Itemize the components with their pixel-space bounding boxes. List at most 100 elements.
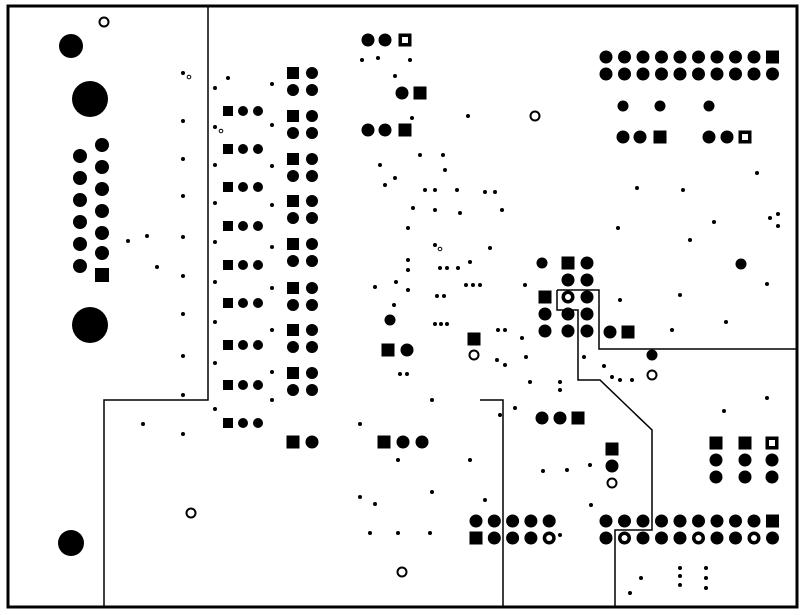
round-pad: [599, 67, 613, 81]
via: [368, 531, 372, 535]
square-pad: [766, 514, 779, 528]
round-pad: [747, 50, 761, 64]
via: [213, 280, 217, 284]
round-pad: [378, 123, 392, 137]
square-pad: [467, 332, 481, 346]
via: [406, 288, 410, 292]
round-pad: [306, 384, 318, 396]
via: [503, 363, 507, 367]
via: [630, 378, 634, 382]
round-pad: [599, 514, 613, 528]
round-pad: [238, 144, 248, 154]
pad-hole: [546, 535, 553, 541]
square-pad: [223, 418, 233, 428]
round-pad: [599, 531, 613, 545]
via: [468, 458, 472, 462]
via: [405, 372, 409, 376]
square-pad: [766, 50, 779, 64]
via: [483, 498, 487, 502]
square-pad: [287, 67, 299, 79]
via: [181, 235, 185, 239]
via: [270, 398, 274, 402]
round-pad: [253, 340, 263, 350]
round-pad: [536, 257, 548, 269]
round-pad: [617, 100, 629, 112]
via: [181, 119, 185, 123]
square-pad: [561, 256, 575, 270]
round-pad: [378, 33, 392, 47]
round-pad: [580, 273, 594, 287]
via: [520, 336, 524, 340]
round-pad: [729, 50, 742, 64]
round-pad: [72, 81, 108, 117]
round-pad: [487, 531, 501, 545]
round-pad: [287, 341, 299, 353]
via: [213, 86, 217, 90]
round-pad: [238, 380, 248, 390]
round-pad: [238, 418, 248, 428]
round-pad: [766, 531, 779, 545]
via: [358, 495, 362, 499]
square-pad: [653, 130, 667, 144]
via: [678, 574, 682, 578]
via: [270, 286, 274, 290]
via: [768, 216, 772, 220]
square-pad: [286, 435, 300, 449]
round-pad: [306, 367, 318, 379]
round-pad: [238, 298, 248, 308]
round-pad: [766, 67, 779, 81]
via-ring: [437, 246, 443, 252]
round-pad: [561, 307, 575, 321]
via: [270, 370, 274, 374]
pad-hole: [621, 535, 628, 541]
via: [441, 153, 445, 157]
via: [458, 211, 462, 215]
square-pad: [223, 260, 233, 270]
pad-hole: [565, 294, 571, 300]
via: [181, 157, 185, 161]
via: [765, 282, 769, 286]
round-pad: [673, 514, 687, 528]
via: [428, 531, 432, 535]
round-pad: [747, 514, 761, 528]
via: [406, 258, 410, 262]
via: [442, 294, 446, 298]
square-pad: [398, 123, 412, 137]
round-pad: [735, 258, 747, 270]
round-pad: [655, 67, 668, 81]
round-pad: [524, 531, 538, 545]
round-pad: [538, 324, 552, 338]
via: [495, 358, 499, 362]
via: [433, 243, 437, 247]
round-pad: [692, 514, 705, 528]
round-pad: [306, 195, 318, 207]
pad-hole: [402, 37, 408, 43]
via: [558, 533, 562, 537]
round-pad: [287, 170, 299, 182]
round-pad: [306, 324, 318, 336]
via: [503, 328, 507, 332]
via: [456, 266, 460, 270]
square-pad: [709, 436, 723, 450]
round-pad: [765, 470, 779, 484]
round-pad: [655, 514, 668, 528]
via: [392, 303, 396, 307]
round-pad: [535, 411, 549, 425]
round-pad: [580, 324, 594, 338]
pad-hole: [695, 535, 702, 541]
via: [445, 322, 449, 326]
via: [776, 224, 780, 228]
square-pad: [571, 411, 585, 425]
outline-center: [480, 399, 504, 607]
via: [376, 56, 380, 60]
round-pad: [95, 138, 109, 152]
round-pad: [729, 531, 742, 545]
square-pad: [738, 436, 752, 450]
via: [408, 58, 412, 62]
round-pad: [253, 144, 263, 154]
round-pad: [287, 212, 299, 224]
round-pad: [580, 256, 594, 270]
round-pad: [95, 226, 109, 240]
via: [776, 212, 780, 216]
round-pad: [72, 307, 108, 343]
